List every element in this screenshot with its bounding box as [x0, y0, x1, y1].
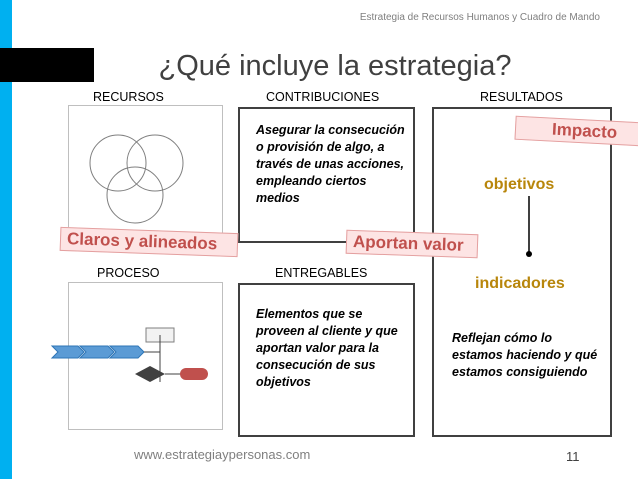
tag-aportan-valor: Aportan valor	[345, 229, 479, 259]
objetivos-label: objetivos	[484, 176, 555, 193]
tag-impacto-label: Impacto	[551, 119, 618, 143]
header-contribuciones: CONTRIBUCIONES	[266, 90, 380, 104]
venn-circles-icon	[89, 134, 184, 224]
page-number: 11	[566, 449, 580, 464]
header-subtitle: Estrategia de Recursos Humanos y Cuadro …	[359, 12, 600, 23]
title-tab-decoration	[0, 48, 94, 82]
header-resultados: RESULTADOS	[480, 90, 563, 104]
objetivos-indicadores-connector	[526, 196, 532, 257]
tag-claros-alineados: Claros y alineados	[59, 226, 239, 258]
indicadores-label: indicadores	[475, 275, 565, 292]
footer-url: www.estrategiaypersonas.com	[134, 447, 311, 462]
left-accent-bar	[0, 0, 12, 479]
contribuciones-text: Asegurar la consecución o provisión de a…	[256, 123, 405, 205]
entregables-text: Elementos que se proveen al cliente y qu…	[256, 307, 398, 389]
process-flow-diagram-icon	[50, 327, 208, 382]
resultados-text: Reflejan cómo lo estamos haciendo y qué …	[452, 331, 598, 379]
header-recursos: RECURSOS	[93, 90, 164, 104]
slide-title: ¿Qué incluye la estrategia?	[158, 50, 512, 82]
resultados-box	[432, 107, 612, 437]
contribuciones-box	[238, 107, 415, 243]
header-proceso: PROCESO	[97, 266, 160, 280]
entregables-box	[238, 283, 415, 437]
header-entregables: ENTREGABLES	[275, 266, 368, 280]
